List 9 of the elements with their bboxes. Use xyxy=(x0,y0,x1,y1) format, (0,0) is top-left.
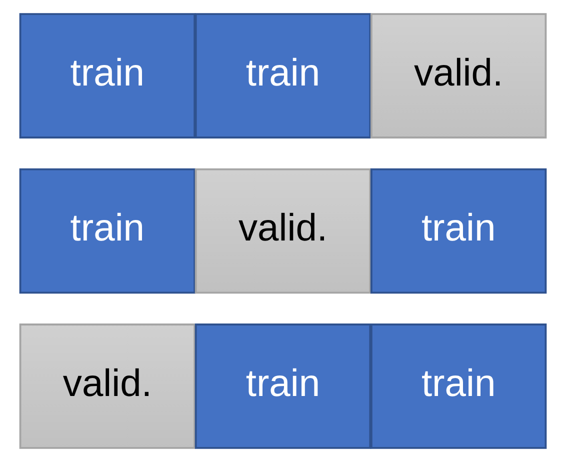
node-box: valid. xyxy=(19,323,196,448)
node-box: train xyxy=(370,168,547,294)
node-box: train xyxy=(19,12,196,138)
node-box: valid. xyxy=(194,168,372,294)
node-box: train xyxy=(194,12,372,138)
node-box: train xyxy=(194,323,372,448)
node-box: valid. xyxy=(370,12,547,138)
node-box: train xyxy=(19,168,196,294)
node-box: train xyxy=(370,323,547,448)
